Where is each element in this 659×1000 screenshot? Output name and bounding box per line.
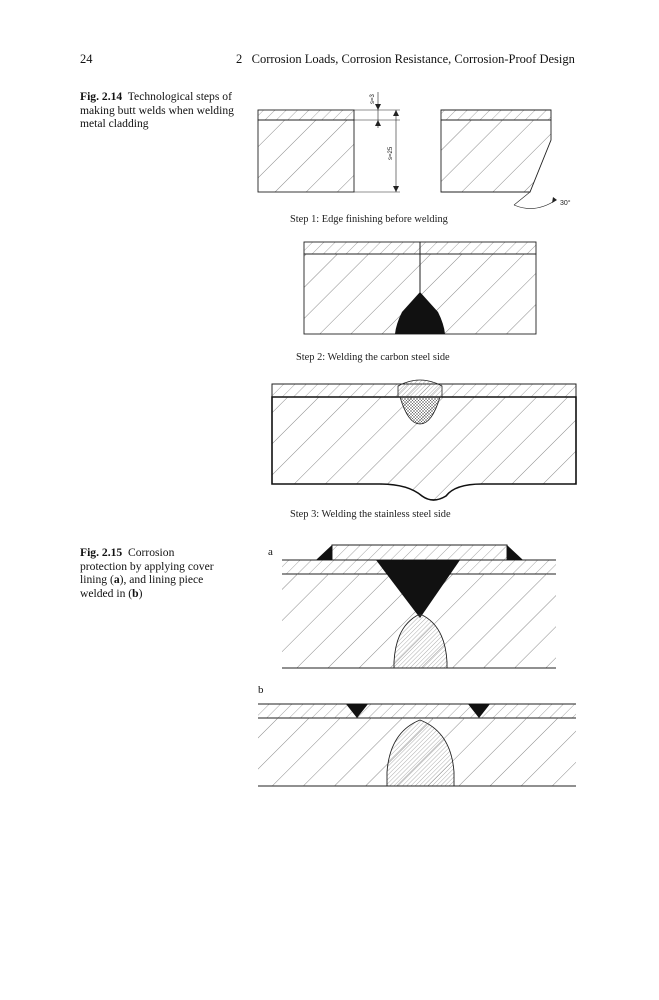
lining-weld-right: [468, 704, 490, 718]
dim-cladding-label: s=3: [370, 93, 376, 104]
fig-2-14-caption-text: Technological steps of making butt welds…: [80, 90, 234, 131]
intermediate-weld: [399, 396, 441, 425]
lining-weld-left: [346, 704, 368, 718]
v-weld: [376, 560, 460, 618]
step2-caption: Step 2: Welding the carbon steel side: [296, 352, 450, 363]
step1-left-plate: [257, 109, 355, 193]
fig-2-15a-drawing: [282, 544, 556, 669]
panel-a-label: a: [268, 546, 273, 558]
step1-caption: Step 1: Edge finishing before welding: [290, 214, 448, 225]
stainless-cap-weld: [397, 379, 443, 398]
fig-2-14-caption: Fig. 2.14 Technological steps of making …: [80, 90, 240, 131]
page-number: 24: [80, 52, 93, 66]
fig-2-15-label: Fig. 2.15: [80, 546, 123, 559]
root-weld-b: [386, 719, 455, 787]
dim-thickness-label: s=25: [388, 146, 394, 160]
fig-2-15-caption: Fig. 2.15 Corrosion protection by applyi…: [80, 546, 214, 600]
carbon-steel-weld: [395, 292, 445, 334]
step3-joint: [271, 379, 577, 501]
step2-joint: [303, 241, 537, 335]
panel-b-label: b: [258, 684, 264, 696]
fig-2-14-label: Fig. 2.14: [80, 90, 123, 103]
bevel-angle-label: 30°: [560, 199, 571, 207]
fig-2-15b-drawing: [258, 703, 576, 787]
right-fillet-weld: [507, 545, 523, 560]
left-fillet-weld: [316, 545, 332, 560]
step1-right-plate: 30°: [440, 109, 571, 209]
running-header: 2 Corrosion Loads, Corrosion Resistance,…: [236, 52, 575, 66]
root-weld-a: [393, 613, 448, 669]
step3-caption: Step 3: Welding the stainless steel side: [290, 509, 451, 520]
cover-lining-strip: [331, 544, 508, 561]
step1-dimensions: s=3 s=25: [354, 92, 400, 193]
